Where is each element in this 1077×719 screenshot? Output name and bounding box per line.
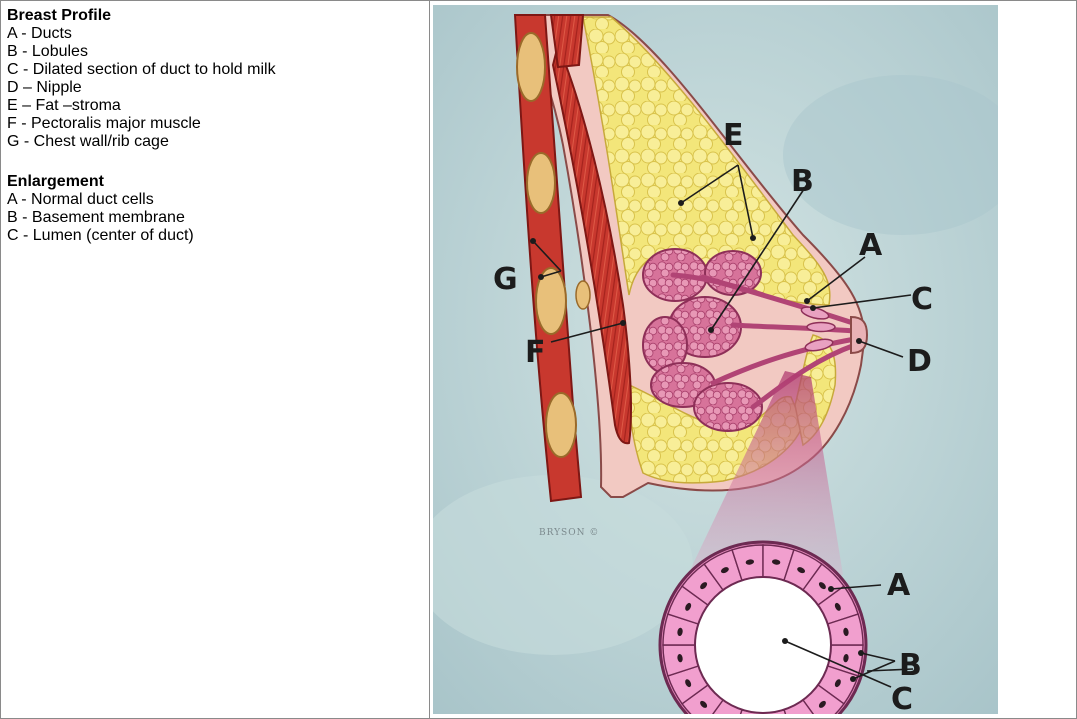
legend-spacer [7,151,423,173]
enlargement-label-b: B [899,648,922,683]
label-b: B [791,164,814,199]
anatomy-illustration: G F E B A C D A B C BRYSON © [433,5,998,714]
enlargement-title: Enlargement [7,173,423,191]
label-d: D [907,344,932,379]
label-c: C [911,282,933,317]
legend-panel: Breast Profile A - Ducts B - Lobules C -… [7,7,423,245]
nipple [851,317,867,353]
legend-item-fat-stroma: E – Fat –stroma [7,97,423,115]
duct-lumen [695,577,831,713]
column-divider [429,0,430,719]
legend-item-lumen: C - Lumen (center of duct) [7,227,423,245]
artist-signature: BRYSON © [539,528,599,538]
legend-item-lobules: B - Lobules [7,43,423,61]
legend-item-pectoralis: F - Pectoralis major muscle [7,115,423,133]
legend-item-basement-membrane: B - Basement membrane [7,209,423,227]
label-a: A [859,228,883,263]
label-f: F [525,335,546,370]
legend-item-nipple: D – Nipple [7,79,423,97]
legend-item-duct-cells: A - Normal duct cells [7,191,423,209]
breast-profile-title: Breast Profile [7,7,423,25]
label-e: E [723,118,744,153]
breast-anatomy-figure: G F E B A C D A B C BRYSON © [433,5,998,714]
enlargement-label-c: C [891,682,913,714]
enlargement-label-a: A [887,568,911,603]
legend-item-chest-wall: G - Chest wall/rib cage [7,133,423,151]
legend-item-dilated-duct: C - Dilated section of duct to hold milk [7,61,423,79]
legend-item-ducts: A - Ducts [7,25,423,43]
label-g: G [493,262,518,297]
